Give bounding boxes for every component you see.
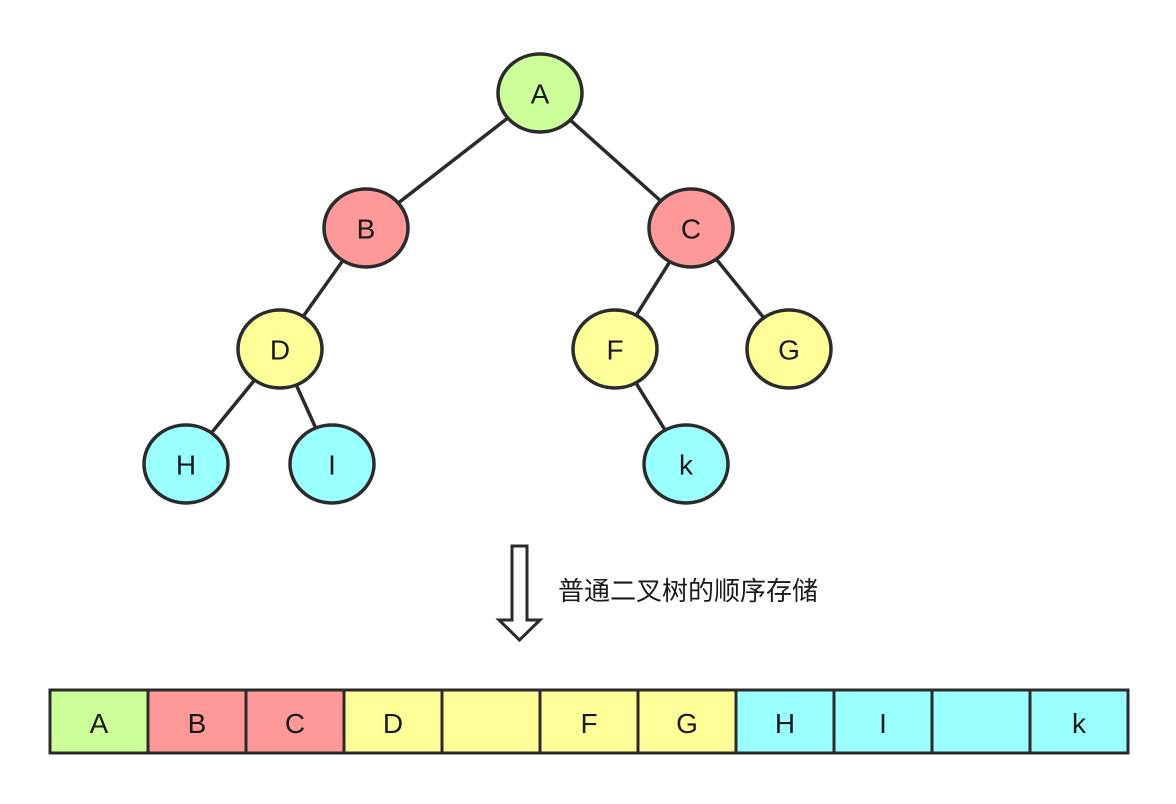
- tree-edges: [184, 91, 791, 466]
- tree-node-H: H: [142, 423, 230, 505]
- tree-node-circle: [496, 52, 584, 134]
- array-cell-8: I: [832, 688, 934, 755]
- tree-node-A: A: [496, 52, 584, 134]
- array-cell-label: D: [383, 708, 403, 739]
- down-arrow-icon: [495, 544, 544, 643]
- array-cell-1: B: [146, 688, 248, 755]
- tree-node-circle: [647, 187, 735, 269]
- tree-node-label: F: [606, 335, 623, 366]
- tree-node-circle: [745, 308, 833, 390]
- array-cell-6: G: [636, 688, 738, 755]
- array-cell-box: [440, 688, 542, 755]
- array-cell-9: [930, 688, 1032, 755]
- tree-node-label: I: [328, 450, 336, 481]
- tree-node-label: A: [531, 79, 550, 110]
- tree-node-G: G: [745, 308, 833, 390]
- tree-node-B: B: [322, 187, 410, 269]
- array-cell-5: F: [538, 688, 640, 755]
- storage-caption: 普通二叉树的顺序存储: [558, 577, 818, 607]
- tree-node-circle: [142, 423, 230, 505]
- array-cell-box: [538, 688, 640, 755]
- tree-node-C: C: [647, 187, 735, 269]
- array-cell-box: [1028, 688, 1130, 755]
- array-cell-label: C: [285, 708, 305, 739]
- array-cell-box: [930, 688, 1032, 755]
- tree-node-label: H: [176, 450, 196, 481]
- array-cell-4: [440, 688, 542, 755]
- tree-node-label: B: [357, 214, 376, 245]
- array-cell-2: C: [244, 688, 346, 755]
- array-cell-box: [734, 688, 836, 755]
- tree-node-F: F: [571, 308, 659, 390]
- tree-node-circle: [642, 423, 730, 505]
- array-cell-3: D: [342, 688, 444, 755]
- tree-node-D: D: [236, 308, 324, 390]
- array-cell-10: k: [1028, 688, 1130, 755]
- tree-node-circle: [571, 308, 659, 390]
- array-cell-box: [48, 688, 150, 755]
- array-cell-7: H: [734, 688, 836, 755]
- tree-node-label: k: [679, 450, 694, 481]
- array-cell-label: H: [775, 708, 795, 739]
- tree-node-I: I: [288, 423, 376, 505]
- array-cell-label: B: [188, 708, 207, 739]
- tree-node-label: C: [681, 214, 701, 245]
- tree-node-circle: [236, 308, 324, 390]
- tree-node-k: k: [642, 423, 730, 505]
- tree-node-circle: [288, 423, 376, 505]
- array-cell-0: A: [48, 688, 150, 755]
- array-cell-label: I: [879, 708, 887, 739]
- array-cell-label: F: [580, 708, 597, 739]
- array-cell-box: [342, 688, 444, 755]
- array-cell-box: [244, 688, 346, 755]
- tree-node-label: D: [270, 335, 290, 366]
- array-cell-label: G: [676, 708, 698, 739]
- tree-node-circle: [322, 187, 410, 269]
- array-cell-label: A: [90, 708, 109, 739]
- array-cell-label: k: [1072, 708, 1087, 739]
- tree-node-label: G: [778, 335, 800, 366]
